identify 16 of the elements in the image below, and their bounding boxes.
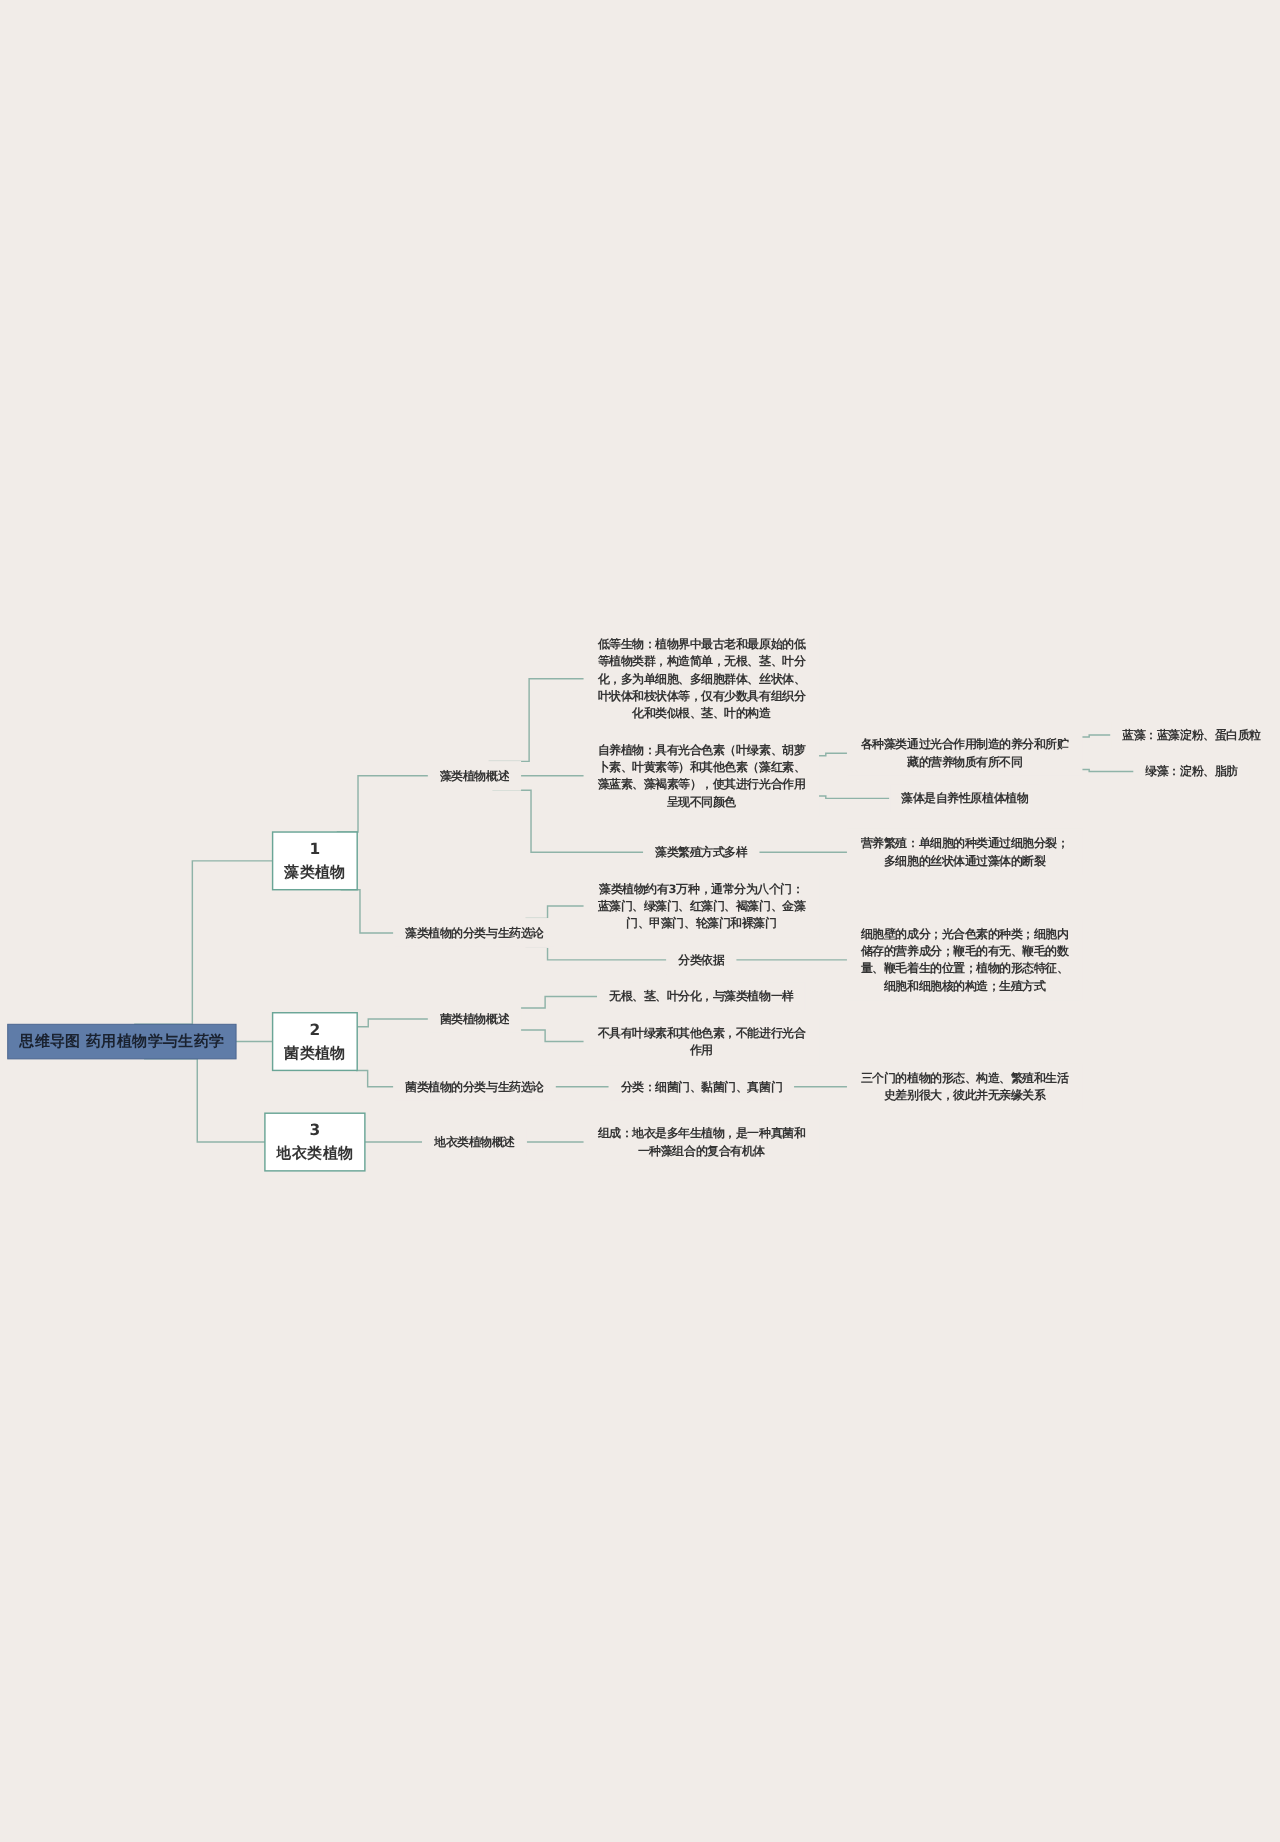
connector <box>519 995 599 1009</box>
connector <box>735 958 849 961</box>
connector <box>817 794 891 799</box>
connector <box>1081 768 1135 772</box>
connector <box>792 1085 849 1088</box>
connector <box>235 1040 274 1042</box>
connector <box>525 1141 585 1143</box>
connector <box>758 851 849 853</box>
connector <box>519 774 585 777</box>
connector <box>519 1028 585 1042</box>
connector <box>355 1069 395 1088</box>
connector <box>364 1141 424 1143</box>
connector <box>817 752 849 757</box>
connector <box>1081 733 1112 738</box>
connector <box>554 1085 610 1088</box>
connector <box>356 1018 430 1028</box>
